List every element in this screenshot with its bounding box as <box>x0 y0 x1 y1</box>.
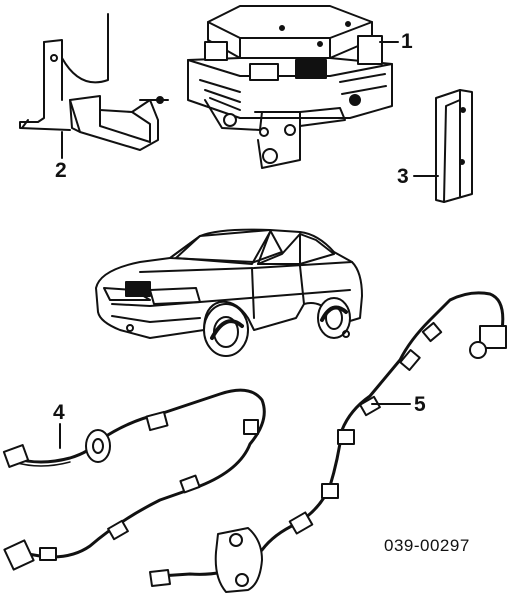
sensor-bracket <box>413 89 473 203</box>
front-wheel-sensor-harness <box>2 388 266 571</box>
diagram-reference-code: 039-00297 <box>384 536 470 555</box>
callout-part-2: 2 <box>55 159 67 182</box>
callout-part-3: 3 <box>397 165 409 188</box>
abs-modulator-unit <box>187 5 399 169</box>
callout-part-4: 4 <box>53 401 65 424</box>
callout-part-1: 1 <box>401 30 413 53</box>
mounting-bracket <box>19 13 169 159</box>
callout-part-5: 5 <box>414 393 426 416</box>
vehicle-illustration <box>95 228 363 357</box>
rear-wheel-sensor-harness <box>149 291 507 593</box>
